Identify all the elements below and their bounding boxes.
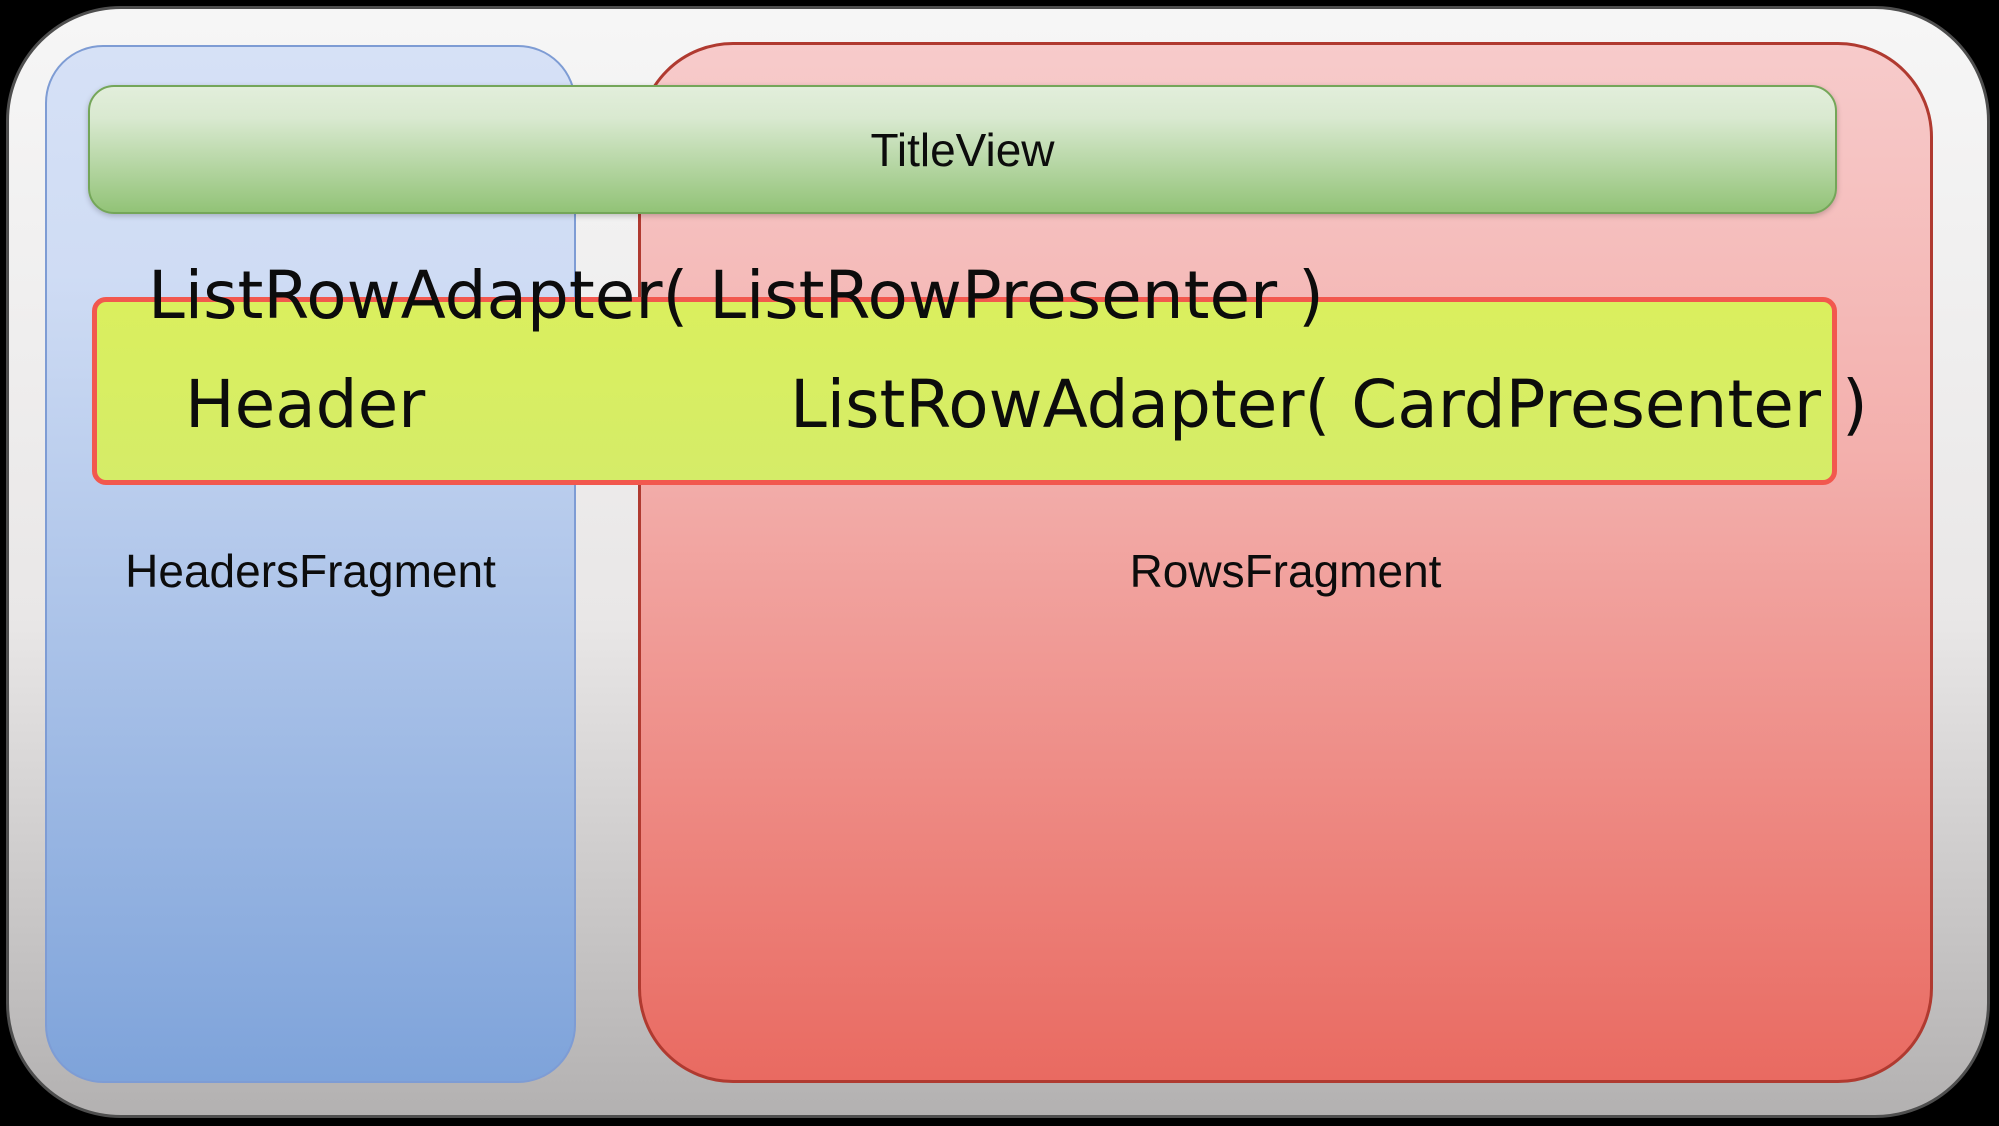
- rows-fragment-label: RowsFragment: [1129, 545, 1442, 597]
- rows-fragment-panel: [638, 42, 1933, 1083]
- title-view-label: TitleView: [870, 123, 1055, 176]
- list-row-bar: [92, 297, 1837, 485]
- headers-fragment-label: HeadersFragment: [125, 545, 496, 597]
- header-cell-label: Header: [185, 366, 426, 443]
- list-row-adapter-presenter-text: ListRowAdapter( ListRowPresenter ): [148, 257, 1324, 334]
- list-row-adapter-card-presenter-text: ListRowAdapter( CardPresenter ): [790, 366, 1868, 443]
- title-view-bar: TitleView: [88, 85, 1837, 214]
- headers-fragment-panel: [45, 45, 576, 1083]
